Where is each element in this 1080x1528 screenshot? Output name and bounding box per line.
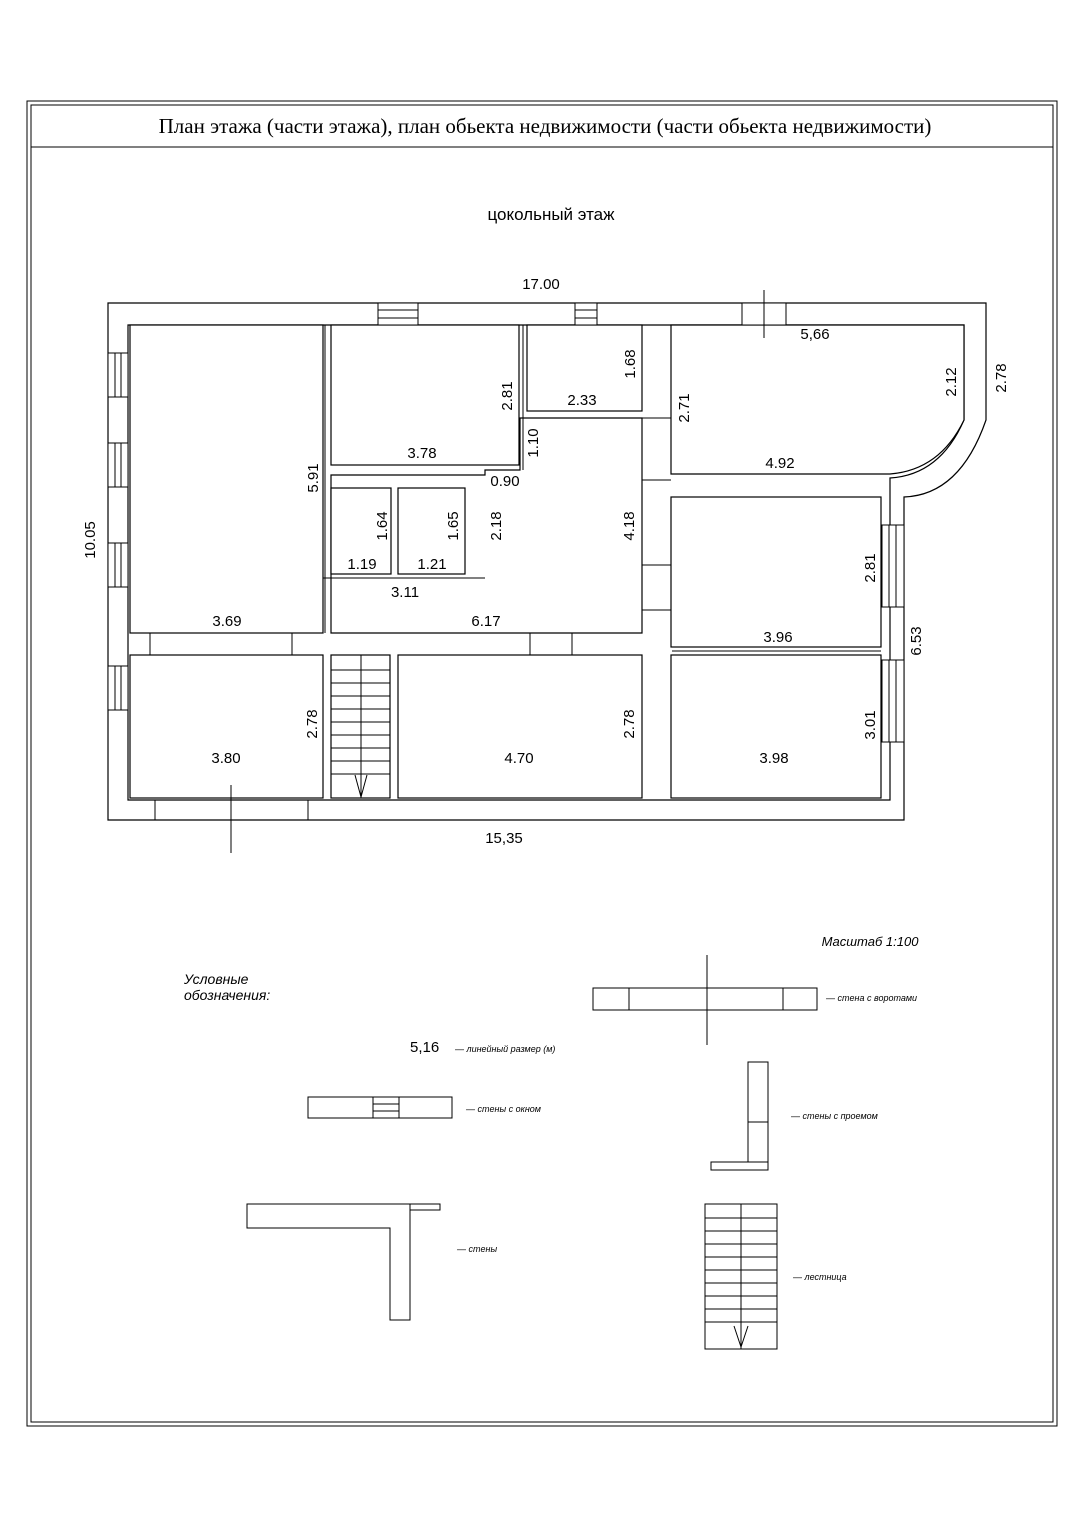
dim-overall-top: 17.00 (522, 276, 560, 293)
dim-wc1-height: 1.64 (374, 511, 391, 540)
room-bottom-center (397, 654, 643, 799)
legend-title-1: Условные (183, 971, 249, 987)
scale-label: Масштаб 1:100 (822, 934, 920, 949)
dim-bottom-center-width: 4.70 (504, 750, 533, 767)
dim-bottom-right-height: 3.01 (862, 710, 879, 739)
sheet-title: План этажа (части этажа), план обьекта н… (159, 114, 932, 138)
dim-right-mid-room-height: 2.81 (862, 553, 879, 582)
window-left-4 (107, 665, 129, 711)
dim-right-top-room-width: 4.92 (765, 455, 794, 472)
dim-wc1-width: 1.19 (347, 556, 376, 573)
legend-linear-value: 5,16 (410, 1039, 439, 1056)
dim-wc2-height: 1.65 (445, 511, 462, 540)
room-wc2 (397, 487, 466, 575)
dim-corridor-gap: 0.90 (490, 473, 519, 490)
room-center-top (330, 324, 520, 466)
legend-doorway-label: — стены с проемом (790, 1111, 878, 1121)
window-right-1 (881, 524, 905, 608)
window-top-1 (377, 302, 419, 326)
dim-hall-height: 4.18 (621, 511, 638, 540)
dim-bottom-right-width: 3.98 (759, 750, 788, 767)
legend-stairs-symbol (704, 1203, 778, 1350)
stairs (331, 655, 390, 798)
dim-bottom-left-width: 3.80 (211, 750, 240, 767)
floor-name: цокольный этаж (487, 205, 615, 224)
dim-room-big-left-height: 5.91 (305, 463, 322, 492)
room-wc1 (330, 487, 392, 575)
window-left-1 (107, 352, 129, 398)
dim-overall-left: 10.05 (82, 521, 99, 559)
legend-window-symbol (307, 1096, 453, 1119)
dim-small-room-width: 2.33 (567, 392, 596, 409)
dim-right-upper: 2.78 (993, 363, 1010, 392)
window-right-2 (881, 659, 905, 743)
legend-walls-label: — стены (456, 1244, 497, 1254)
room-right-mid (670, 496, 882, 648)
dim-room-center-top-height: 2.81 (499, 381, 516, 410)
dim-bottom-left-height: 2.78 (304, 709, 321, 738)
dim-right-lower: 6.53 (908, 626, 925, 655)
dim-hall-width: 6.17 (471, 613, 500, 630)
window-left-2 (107, 442, 129, 488)
legend-gate-label: — стена с воротами (825, 993, 917, 1003)
dim-right-mid-room-width: 3.96 (763, 629, 792, 646)
floor-plan: 17.00 15,35 10.05 2.78 6.53 5,66 2.12 3.… (82, 276, 1010, 853)
room-small-top (526, 324, 643, 412)
legend-title-2: обозначения: (184, 987, 270, 1003)
sheet-frame-inner (30, 104, 1054, 1423)
dim-top-right-width: 5,66 (800, 326, 829, 343)
gate-top (741, 290, 787, 338)
dim-overall-bottom: 15,35 (485, 830, 523, 847)
legend-window-label: — стены с окном (465, 1104, 541, 1114)
room-hall (330, 417, 643, 634)
legend-doorway-symbol (710, 1061, 769, 1171)
dim-wc-block-width: 3.11 (391, 584, 419, 601)
room-bottom-left (129, 654, 324, 799)
dim-wc-block-height: 2.18 (488, 511, 505, 540)
window-left-3 (107, 542, 129, 588)
sheet-frame-outer (26, 100, 1058, 1427)
legend-gate-symbol (592, 955, 818, 1045)
room-top-right (670, 324, 965, 475)
dim-room-center-top-width: 3.78 (407, 445, 436, 462)
room-bottom-right (670, 654, 882, 799)
dim-room-big-left-width: 3.69 (212, 613, 241, 630)
legend-walls-symbol (246, 1203, 441, 1321)
dim-mid-right-height: 2.71 (676, 393, 693, 422)
dim-small-room-height: 1.68 (622, 349, 639, 378)
room-big-left (129, 324, 324, 634)
legend-stairs-label: — лестница (792, 1272, 847, 1282)
dim-curve: 2.12 (943, 367, 960, 396)
legend-linear-label: — линейный размер (м) (454, 1044, 555, 1054)
dim-corridor-offset: 1.10 (525, 428, 542, 457)
dim-wc2-width: 1.21 (417, 556, 446, 573)
window-top-2 (574, 302, 598, 326)
legend: Масштаб 1:100 Условные обозначения: — ст… (183, 934, 920, 1350)
dim-bottom-center-height: 2.78 (621, 709, 638, 738)
